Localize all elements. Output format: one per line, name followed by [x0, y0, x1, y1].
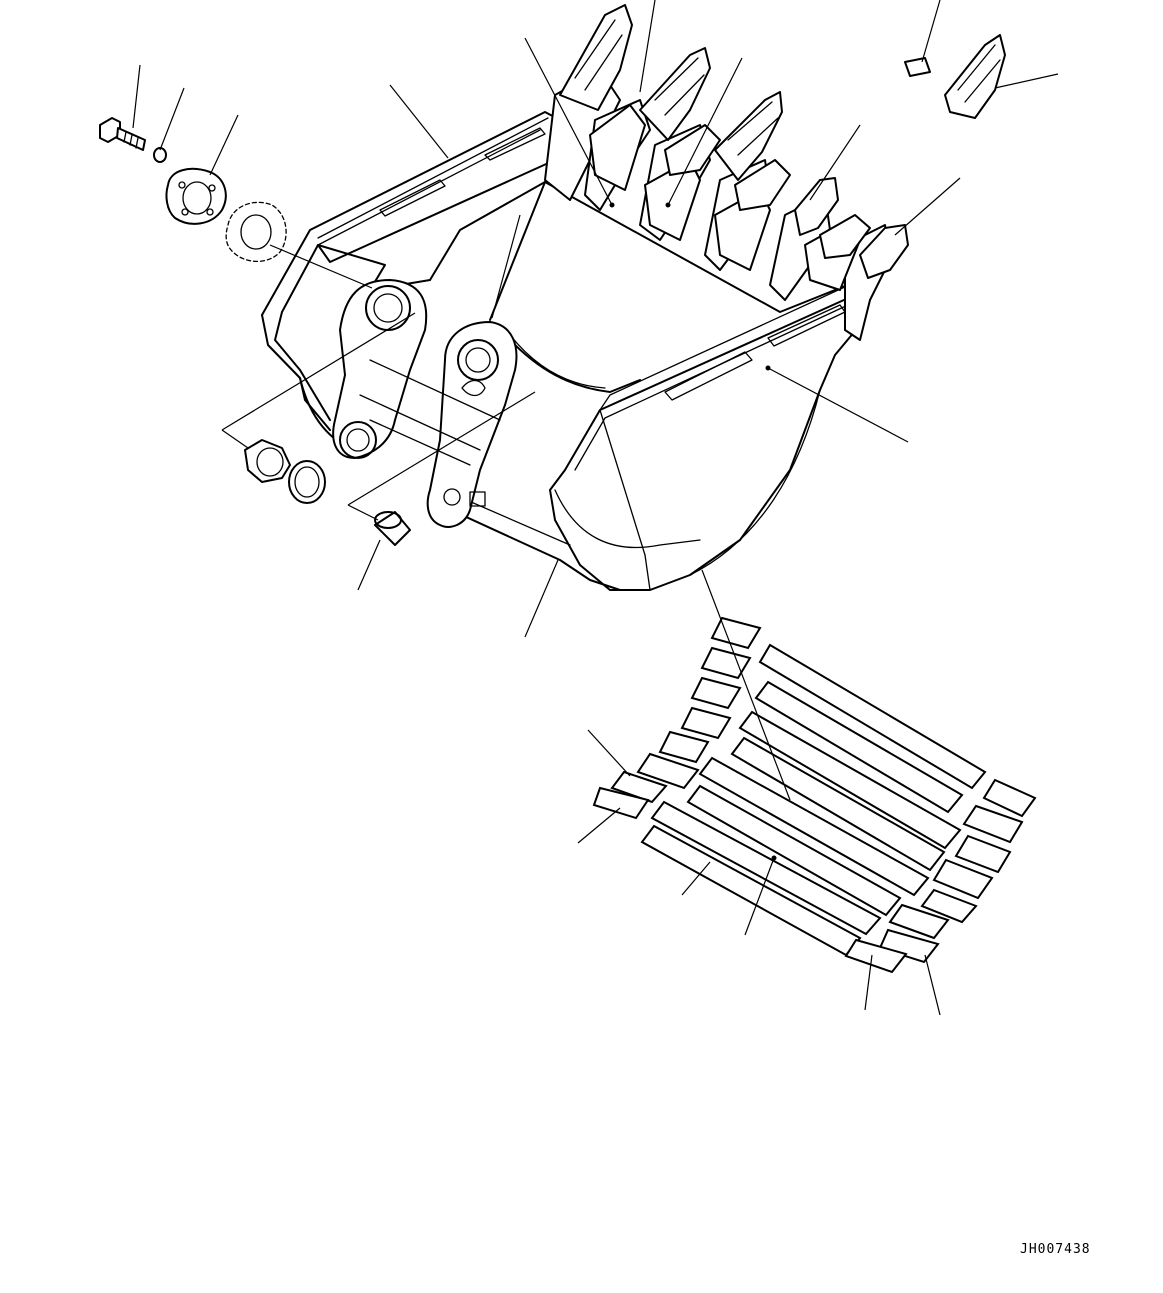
collar: [288, 460, 326, 504]
bolt: [99, 117, 146, 151]
bushing: [374, 511, 411, 546]
side-cutters: [589, 104, 871, 291]
mounting-hub: [165, 167, 227, 225]
dust-seal: [244, 439, 291, 483]
shim: [225, 201, 287, 263]
washer: [153, 147, 167, 163]
wear-plates: [592, 616, 1037, 974]
leader-lines: [132, 0, 1059, 1016]
bucket-body: [261, 111, 861, 591]
bucket-tooth-points: [559, 4, 1006, 279]
drawing-code: JH007438: [1020, 1242, 1091, 1257]
